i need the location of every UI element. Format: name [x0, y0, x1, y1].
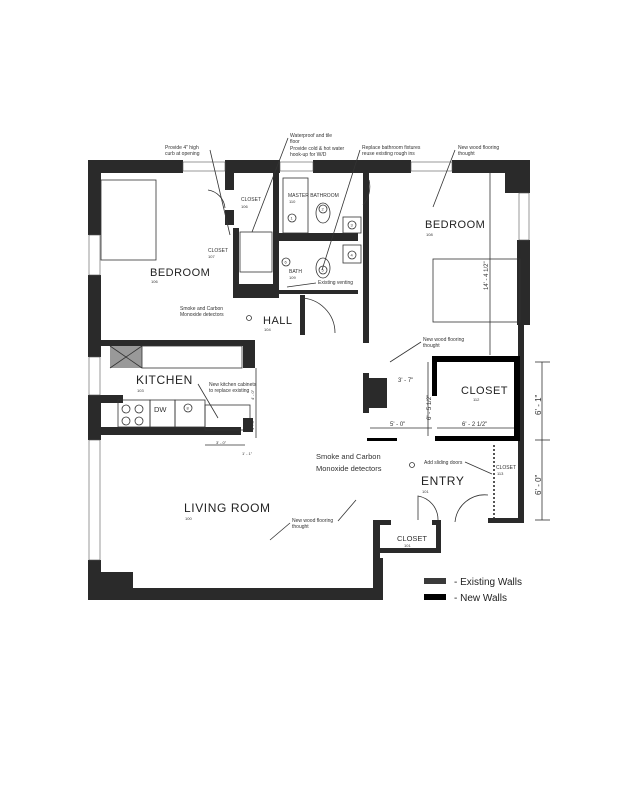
room-name: MASTER BATHROOM — [288, 193, 339, 199]
dim-6-5: 6' - 5 1/2" — [427, 395, 433, 420]
room-name: BEDROOM — [150, 267, 210, 279]
dimension-lines — [205, 361, 550, 521]
room-name: HALL — [263, 315, 293, 327]
dim-3-0: 3' - 0" — [216, 440, 227, 445]
room-number: 107 — [208, 254, 215, 259]
fixture-3: 3 — [351, 223, 354, 228]
dim-1-4: 1' - 4" — [250, 419, 255, 430]
legend-new-swatch — [424, 594, 446, 600]
room-closet-101: CLOSET 101 — [397, 534, 427, 548]
room-name: BEDROOM — [425, 219, 485, 231]
fixture-2: 2 — [322, 207, 325, 212]
room-number: 112 — [473, 397, 480, 402]
note-flooring-bedroom: New wood flooring — [458, 145, 499, 151]
note-fixtures-2: reuse existing rough ins — [362, 151, 415, 157]
note-venting: Existing venting — [318, 280, 353, 286]
note-cabinets: New kitchen cabinets — [209, 382, 257, 388]
room-number: 108 — [426, 232, 433, 237]
room-number: 113 — [497, 471, 504, 476]
room-number: 109 — [289, 275, 296, 280]
room-number: 103 — [137, 388, 144, 393]
existing-walls — [88, 160, 530, 600]
room-bedroom-right: BEDROOM 108 — [425, 219, 485, 237]
note-smoke-entry: Smoke and Carbon — [316, 452, 381, 461]
dim-6-0: 6' - 0" — [534, 474, 543, 495]
dim-5-0: 5' - 0" — [390, 422, 405, 428]
note-sliding-doors: Add sliding doors — [424, 460, 463, 466]
dim-3-7: 3' - 7" — [398, 378, 413, 384]
room-name: ENTRY — [421, 474, 464, 488]
legend-existing-label: - Existing Walls — [454, 577, 522, 588]
note-flooring-bedroom2-2: thought — [423, 343, 440, 349]
fixtures — [100, 173, 521, 523]
room-number: 106 — [241, 204, 248, 209]
note-waterproof-2: floor — [290, 139, 300, 145]
room-entry: ENTRY 101 — [421, 474, 464, 494]
room-hall: HALL 104 — [263, 315, 293, 332]
room-name: KITCHEN — [136, 373, 193, 387]
room-kitchen: KITCHEN 103 — [136, 373, 193, 393]
dim-6-1: 6' - 1" — [534, 394, 543, 415]
dishwasher-label: DW — [154, 405, 167, 414]
windows — [88, 161, 530, 561]
room-number: 104 — [264, 327, 271, 332]
room-name: LIVING ROOM — [184, 501, 271, 515]
room-closet-106: CLOSET 106 — [241, 197, 261, 209]
note-cabinets-2: to replace existing — [209, 388, 250, 394]
dim-bedroom: 14' - 4 1/2" — [484, 261, 490, 290]
new-walls — [367, 356, 520, 441]
room-name: CLOSET — [208, 248, 228, 254]
fixture-1: 1 — [291, 216, 294, 221]
note-curb-2: curb at opening — [165, 151, 200, 157]
fixture-labels: 1 2 3 4 5 6 8 DW — [154, 204, 357, 414]
note-water-hookup-2: hook-up for W/D — [290, 152, 327, 158]
dim-4-0: 4' - 0" — [250, 389, 255, 400]
room-name: CLOSET — [461, 385, 508, 397]
note-flooring-bedroom2: New wood flooring — [423, 337, 464, 343]
room-number: 106 — [151, 279, 158, 284]
room-name: CLOSET — [241, 197, 261, 203]
room-closet-107: CLOSET 107 — [208, 248, 228, 259]
room-living-room: LIVING ROOM 100 — [184, 501, 271, 521]
room-name: CLOSET — [397, 534, 427, 543]
fixture-5: 5 — [322, 268, 325, 273]
room-bath: BATH 109 — [289, 269, 302, 280]
fixture-4: 4 — [351, 253, 354, 258]
room-number: 100 — [185, 516, 192, 521]
room-number: 110 — [289, 199, 296, 204]
note-smoke-entry-2: Monoxide detectors — [316, 464, 382, 473]
annotations: Provide 4" high curb at opening Waterpro… — [165, 133, 499, 541]
note-smoke-hall-2: Monoxide detectors — [180, 312, 224, 318]
room-closet-112: CLOSET 112 — [461, 385, 508, 402]
room-number: 101 — [404, 543, 411, 548]
legend-existing-swatch — [424, 578, 446, 584]
legend-new-label: - New Walls — [454, 593, 507, 604]
note-waterproof: Waterproof and tile — [290, 133, 332, 139]
note-flooring-living: New wood flooring — [292, 518, 333, 524]
dim-1-1: 1' - 1" — [242, 451, 253, 456]
room-closet-113: CLOSET 113 — [496, 465, 516, 476]
room-name: BATH — [289, 269, 302, 275]
room-master-bath: MASTER BATHROOM 110 — [288, 193, 339, 204]
legend: - Existing Walls - New Walls — [424, 577, 522, 604]
fixture-8: 8 — [187, 406, 190, 411]
dim-6-2: 6' - 2 1/2" — [462, 422, 487, 428]
fixture-6: 6 — [285, 260, 288, 265]
note-flooring-bedroom-2: thought — [458, 151, 475, 157]
room-bedroom-left: BEDROOM 106 — [150, 267, 210, 284]
room-number: 101 — [422, 489, 429, 494]
note-water-hookup: Provide cold & hot water — [290, 146, 345, 152]
note-flooring-living-2: thought — [292, 524, 309, 530]
note-curb: Provide 4" high — [165, 145, 199, 151]
room-name: CLOSET — [496, 465, 516, 471]
dimension-labels: 14' - 4 1/2" 3' - 7" 6' - 5 1/2" 5' - 0"… — [216, 261, 543, 495]
note-smoke-hall: Smoke and Carbon — [180, 306, 223, 312]
note-fixtures: Replace bathroom fixtures — [362, 145, 421, 151]
